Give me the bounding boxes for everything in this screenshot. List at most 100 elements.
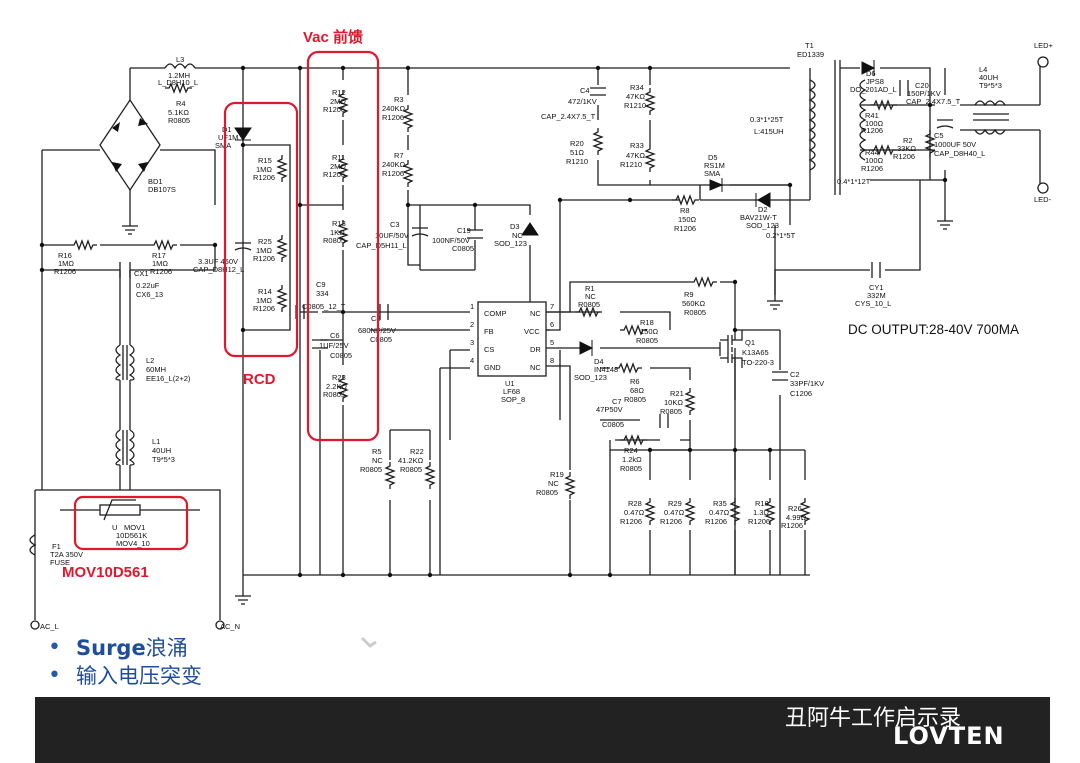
label-r34-pkg: R1210 xyxy=(624,101,646,110)
label-r28-val: 0.47Ω xyxy=(624,508,645,517)
label-c19-val: 100NF/50V xyxy=(432,236,470,245)
label-d1: D1 xyxy=(222,125,232,134)
varistor-mov1 xyxy=(99,499,141,521)
ic-u1: COMP FB CS GND NC VCC DR NC 1 2 3 4 7 6 … xyxy=(470,301,554,404)
label-r16: R16 xyxy=(58,251,72,260)
label-r29-pkg: R1206 xyxy=(660,517,682,526)
diode-d4 xyxy=(579,340,594,356)
terminal-led-minus xyxy=(1037,182,1049,194)
label-q1: Q1 xyxy=(745,338,755,347)
label-c9: C9 xyxy=(316,280,326,289)
label-r6-val: 68Ω xyxy=(630,386,644,395)
label-t1-val: ED1339 xyxy=(797,50,824,59)
zener-d3 xyxy=(521,222,539,236)
ic-pin-gnd: GND xyxy=(484,363,501,372)
ic-pin-num: 7 xyxy=(550,302,554,311)
capacitor-c2 xyxy=(772,371,788,381)
label-r20-pkg: R1210 xyxy=(566,157,588,166)
terminal-led-plus xyxy=(1037,56,1049,68)
resistor-r16 xyxy=(69,240,98,250)
label-r19-val: NC xyxy=(548,479,559,488)
resistor-r5 xyxy=(385,461,395,490)
label-c7-val: 47P50V xyxy=(596,405,623,414)
label-t1-pri: 0.3*1*25T xyxy=(750,115,784,124)
label-d5-val: RS1M xyxy=(704,161,725,170)
label-r19: R19 xyxy=(550,470,564,479)
label-c9-pkg: C0805_12_T xyxy=(302,302,346,311)
label-r13-pkg: R0805 xyxy=(323,236,345,245)
junction-dots xyxy=(39,65,948,578)
label-r33-pkg: R1210 xyxy=(620,160,642,169)
label-l3: L3 xyxy=(176,55,184,64)
ic-pin-num: 1 xyxy=(470,302,474,311)
label-ac-l: AC_L xyxy=(40,622,59,631)
label-c3: C3 xyxy=(390,220,400,229)
label-r12: R12 xyxy=(332,88,346,97)
label-l2: L2 xyxy=(146,356,154,365)
label-d2-val: BAV21W-T xyxy=(740,213,777,222)
label-c1-val: 3.3UF 450V xyxy=(198,257,238,266)
label-bd1: BD1 xyxy=(148,177,163,186)
label-r22-pkg: R0805 xyxy=(400,465,422,474)
label-r15-pkg: R1206 xyxy=(253,173,275,182)
label-mov1: MOV1 xyxy=(124,523,145,532)
label-c6: C6 xyxy=(330,331,340,340)
resistor-r2 xyxy=(925,129,935,158)
resistor-r25 xyxy=(277,234,287,263)
label-c2: C2 xyxy=(790,370,800,379)
label-d5-pkg: SMA xyxy=(704,169,720,178)
label-r14-pkg: R1206 xyxy=(253,304,275,313)
resistor-r15 xyxy=(277,154,287,183)
label-r2-val: 33KΩ xyxy=(897,144,916,153)
label-r18-val: 150Ω xyxy=(640,327,659,336)
inductor-l1 xyxy=(115,429,135,466)
label-c7: C7 xyxy=(612,397,622,406)
label-r5-val: NC xyxy=(372,456,383,465)
ground-symbol-aux xyxy=(766,294,784,310)
label-r6-pkg: R0805 xyxy=(624,395,646,404)
ic-pin-num: 2 xyxy=(470,320,474,329)
label-c4-pkg: CAP_2.4X7.5_T xyxy=(541,112,596,121)
label-cx1: CX1 xyxy=(134,269,149,278)
label-d2: D2 xyxy=(758,205,768,214)
label-c5-val: 1000UF 50V xyxy=(934,140,976,149)
label-r35: R35 xyxy=(713,499,727,508)
label-d2-pkg: SOD_123 xyxy=(746,221,779,230)
label-d4-val: IN4148 xyxy=(594,365,618,374)
label-r6: R6 xyxy=(630,377,640,386)
ic-pin-vcc: VCC xyxy=(524,327,540,336)
capacitor-c7 xyxy=(659,414,669,428)
mov-label: MOV10D561 xyxy=(62,564,149,581)
label-r13: R13 xyxy=(332,219,346,228)
label-f1: F1 xyxy=(52,542,61,551)
label-c19-pkg: C0805 xyxy=(452,244,474,253)
ic-pin-dr: DR xyxy=(530,345,541,354)
label-c3-val: 10UF/50V xyxy=(375,231,409,240)
label-r3-val: 240KΩ xyxy=(382,104,406,113)
resistor-r9 xyxy=(689,277,718,287)
footer-bar xyxy=(35,697,1050,763)
diode-d5 xyxy=(709,178,724,192)
label-r8-val: 150Ω xyxy=(678,215,697,224)
resistor-r22 xyxy=(425,461,435,490)
rcd-box xyxy=(223,101,299,358)
label-r44-val: 100Ω xyxy=(865,156,884,165)
rcd-label: RCD xyxy=(243,371,276,388)
label-r41-pkg: R1206 xyxy=(861,126,883,135)
label-r12-val: 2MΩ xyxy=(330,97,346,106)
label-r2-pkg: R1206 xyxy=(893,152,915,161)
annotations: Vac 前馈 RCD MOV10D561 DC OUTPUT:28-40V 70… xyxy=(62,28,1019,648)
brand-logo: LOVTEN xyxy=(893,722,1005,750)
resistor-r35 xyxy=(730,497,740,526)
diode-d1 xyxy=(234,127,252,141)
label-d6-val: JPS8 xyxy=(866,77,884,86)
decorative-arrow xyxy=(360,636,377,648)
label-c8: C8 xyxy=(371,314,381,323)
label-r2: R2 xyxy=(903,136,913,145)
label-r5: R5 xyxy=(372,447,382,456)
label-r26-pkg: R1206 xyxy=(781,521,803,530)
label-ac-n: AC_N xyxy=(220,622,240,631)
label-r44: R44 xyxy=(865,148,879,157)
label-r16-pkg: R1206 xyxy=(54,267,76,276)
resistor-r17 xyxy=(149,240,178,250)
